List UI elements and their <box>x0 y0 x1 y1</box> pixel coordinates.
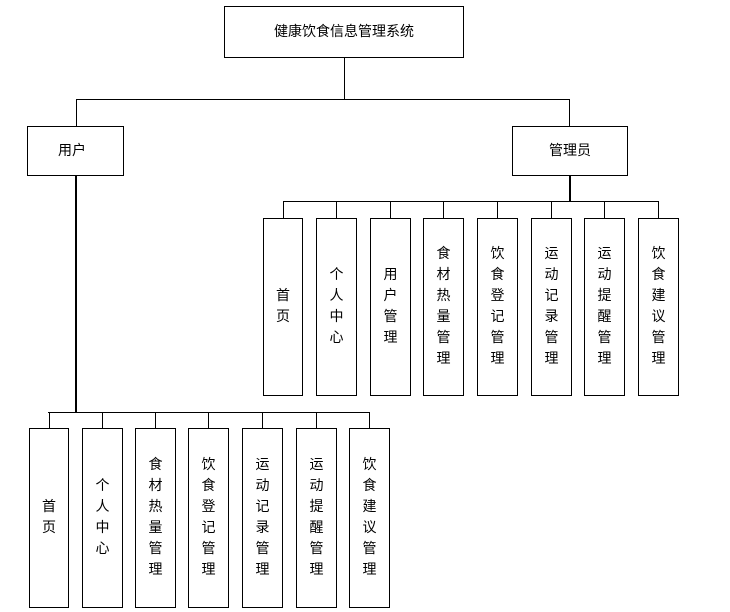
connector-stub <box>369 412 370 428</box>
connector-user-children-bus <box>48 412 370 413</box>
admin-child-label: 运动提醒管理 <box>597 246 612 367</box>
user-child-label: 饮食登记管理 <box>201 457 216 578</box>
admin-child-6: 运动提醒管理 <box>584 218 625 396</box>
admin-child-0: 首页 <box>263 218 303 396</box>
connector-stub <box>208 412 209 428</box>
root-node: 健康饮食信息管理系统 <box>224 6 464 58</box>
connector-to-user <box>76 99 77 126</box>
connector-admin-children-bus <box>283 201 659 202</box>
user-child-1: 个人中心 <box>82 428 123 608</box>
admin-child-7: 饮食建议管理 <box>638 218 679 396</box>
user-child-0: 首页 <box>29 428 69 608</box>
connector-stub <box>443 201 444 218</box>
connector-root-down <box>344 58 345 100</box>
admin-child-label: 用户管理 <box>383 267 398 346</box>
user-child-label: 首页 <box>42 499 56 536</box>
connector-stub <box>102 412 103 428</box>
user-child-label: 饮食建议管理 <box>362 457 377 578</box>
admin-child-label: 饮食登记管理 <box>490 246 505 367</box>
connector-stub <box>49 412 50 428</box>
admin-child-label: 食材热量管理 <box>436 246 451 367</box>
admin-child-2: 用户管理 <box>370 218 411 396</box>
user-child-2: 食材热量管理 <box>135 428 176 608</box>
connector-stub <box>497 201 498 218</box>
user-label: 用户 <box>58 143 86 159</box>
admin-child-label: 首页 <box>276 288 290 325</box>
user-child-4: 运动记录管理 <box>242 428 283 608</box>
root-label: 健康饮食信息管理系统 <box>274 24 414 40</box>
admin-child-5: 运动记录管理 <box>531 218 572 396</box>
admin-child-4: 饮食登记管理 <box>477 218 518 396</box>
connector-user-down <box>75 176 77 413</box>
user-child-label: 运动记录管理 <box>255 457 270 578</box>
connector-stub <box>155 412 156 428</box>
connector-stub <box>658 201 659 218</box>
connector-admin-down <box>569 176 571 202</box>
user-child-3: 饮食登记管理 <box>188 428 229 608</box>
user-child-label: 运动提醒管理 <box>309 457 324 578</box>
connector-stub <box>316 412 317 428</box>
user-child-6: 饮食建议管理 <box>349 428 390 608</box>
connector-to-admin <box>569 99 570 126</box>
connector-top-horizontal <box>76 99 570 100</box>
admin-child-3: 食材热量管理 <box>423 218 464 396</box>
connector-stub <box>604 201 605 218</box>
user-child-label: 个人中心 <box>95 478 110 557</box>
connector-stub <box>390 201 391 218</box>
connector-stub <box>262 412 263 428</box>
admin-child-label: 个人中心 <box>329 267 344 346</box>
connector-stub <box>551 201 552 218</box>
admin-label: 管理员 <box>549 143 591 159</box>
admin-child-label: 运动记录管理 <box>544 246 559 367</box>
user-child-5: 运动提醒管理 <box>296 428 337 608</box>
admin-child-label: 饮食建议管理 <box>651 246 666 367</box>
connector-stub <box>283 201 284 218</box>
admin-child-1: 个人中心 <box>316 218 357 396</box>
user-child-label: 食材热量管理 <box>148 457 163 578</box>
admin-node: 管理员 <box>512 126 628 176</box>
user-node: 用户 <box>27 126 124 176</box>
connector-stub <box>336 201 337 218</box>
